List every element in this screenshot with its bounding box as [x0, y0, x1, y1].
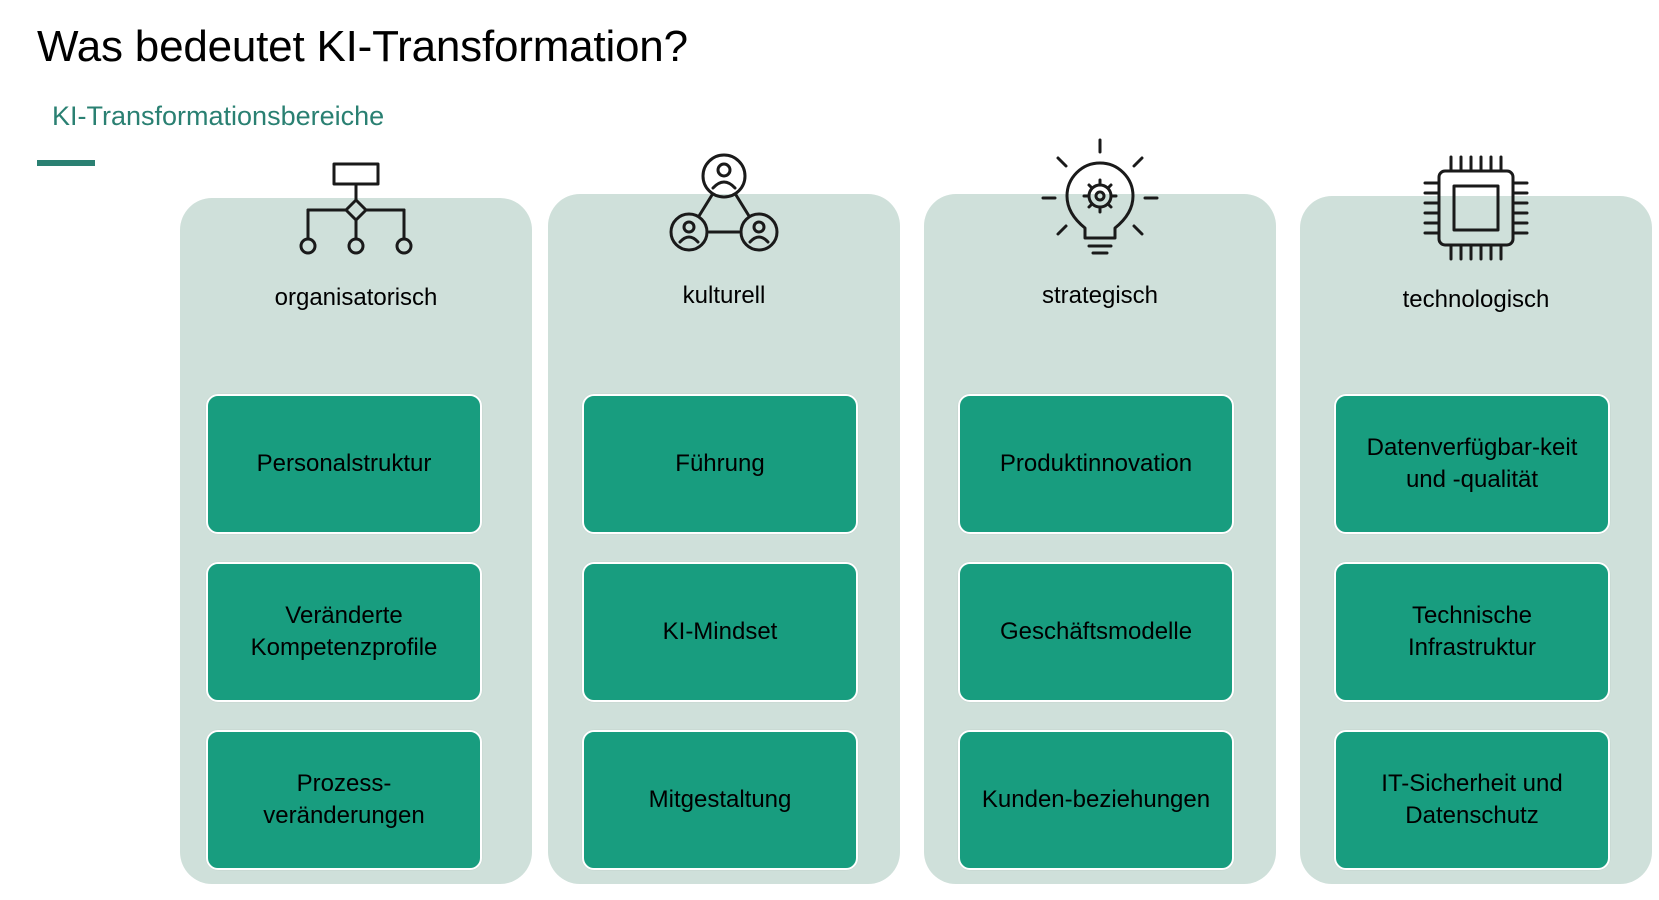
accent-bar: [37, 160, 95, 166]
area-item-mitgestaltung: Mitgestaltung: [582, 730, 858, 870]
area-item-kompetenzprofile: Veränderte Kompetenzprofile: [206, 562, 482, 702]
area-item-kundenbeziehungen: Kunden-beziehungen: [958, 730, 1234, 870]
org-chart-icon: [299, 162, 413, 255]
column-label: technologisch: [1402, 286, 1550, 313]
column-label: organisatorisch: [274, 284, 438, 311]
people-network-icon: [669, 153, 779, 252]
area-item-ki-mindset: KI-Mindset: [582, 562, 858, 702]
page-title: Was bedeutet KI-Transformation?: [37, 22, 688, 71]
area-item-prozessveraenderungen: Prozess-veränderungen: [206, 730, 482, 870]
area-item-it-sicherheit: IT-Sicherheit und Datenschutz: [1334, 730, 1610, 870]
column-kulturell: kulturell Führung KI-Mindset Mitgestaltu…: [548, 153, 900, 884]
area-item-geschaeftsmodelle: Geschäftsmodelle: [958, 562, 1234, 702]
area-item-produktinnovation: Produktinnovation: [958, 394, 1234, 534]
area-item-personalstruktur: Personalstruktur: [206, 394, 482, 534]
column-technologisch: technologisch Datenverfügbar-keit und -q…: [1300, 155, 1652, 884]
page-subtitle: KI-Transformationsbereiche: [52, 101, 385, 131]
area-item-datenverfuegbarkeit: Datenverfügbar-keit und -qualität: [1334, 394, 1610, 534]
area-item-technische-infrastruktur: Technische Infrastruktur: [1334, 562, 1610, 702]
column-label: strategisch: [1041, 282, 1159, 309]
column-label: kulturell: [682, 282, 766, 309]
area-item-fuehrung: Führung: [582, 394, 858, 534]
column-organisatorisch: organisatorisch Personalstruktur Verände…: [180, 162, 532, 884]
column-strategisch: strategisch Produktinnovation Geschäftsm…: [924, 138, 1276, 884]
lightbulb-gear-icon: [1041, 138, 1159, 255]
chip-icon: [1423, 155, 1529, 261]
